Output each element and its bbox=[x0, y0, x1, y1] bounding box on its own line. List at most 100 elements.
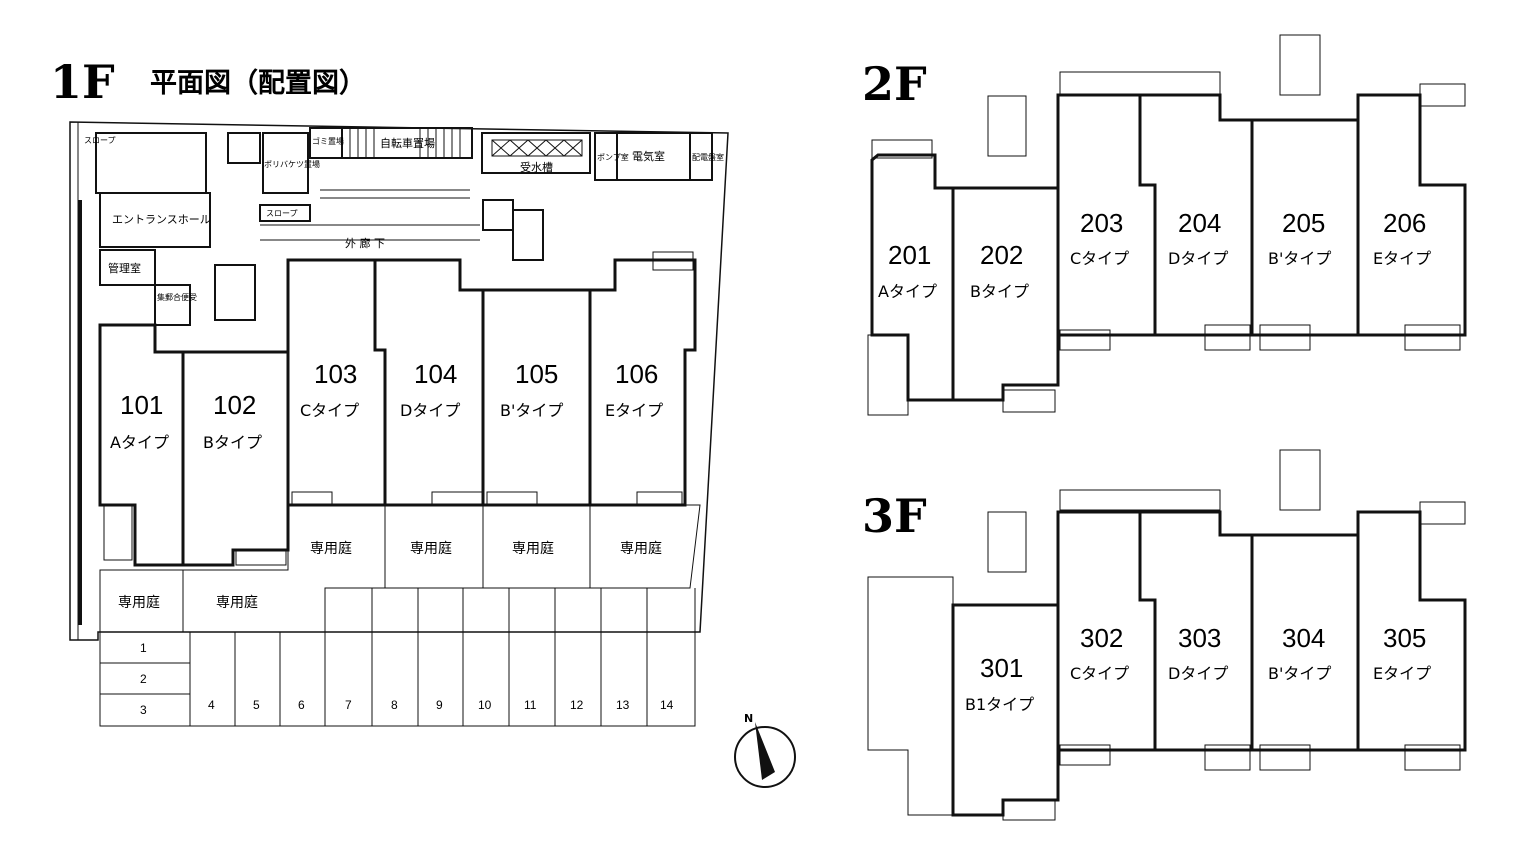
pump-label: ポンプ室 bbox=[597, 152, 629, 162]
site-boundary bbox=[69, 121, 729, 641]
floor3-title: 3F bbox=[862, 489, 927, 543]
unit-101-number: 101 bbox=[120, 390, 163, 420]
unit-301-number: 301 bbox=[980, 653, 1023, 683]
garden-106: 専用庭 bbox=[620, 540, 662, 557]
unit-205-number: 205 bbox=[1282, 208, 1325, 238]
parking-5: 5 bbox=[253, 698, 260, 712]
unit-102: 102 Bタイプ bbox=[203, 390, 262, 452]
floor1-title: 1F bbox=[50, 55, 115, 109]
unit-105-number: 105 bbox=[515, 359, 558, 389]
unit-301-type: B1タイプ bbox=[965, 695, 1034, 714]
unit-201-type: Aタイプ bbox=[878, 282, 937, 301]
water-tank-grid bbox=[491, 139, 583, 157]
unit-106: 106 Eタイプ bbox=[605, 359, 663, 420]
unit-301: 301 B1タイプ bbox=[965, 653, 1034, 714]
unit-204-type: Dタイプ bbox=[1168, 249, 1228, 268]
garden-102: 専用庭 bbox=[216, 594, 258, 611]
compass: N bbox=[734, 712, 796, 788]
garden-105: 専用庭 bbox=[512, 540, 554, 557]
parking-1: 1 bbox=[140, 641, 147, 655]
parking-6: 6 bbox=[298, 698, 305, 712]
floor3-outline bbox=[867, 449, 1466, 821]
slope-mid-label: スロープ bbox=[266, 209, 298, 218]
unit-103: 103 Cタイプ bbox=[300, 359, 359, 420]
floor1-subtitle: 平面図（配置図） bbox=[150, 68, 366, 99]
unit-206-number: 206 bbox=[1383, 208, 1426, 238]
unit-201-number: 201 bbox=[888, 240, 931, 270]
bicycle-label: 自転車置場 bbox=[380, 136, 435, 150]
unit-305-number: 305 bbox=[1383, 623, 1426, 653]
unit-104-number: 104 bbox=[414, 359, 457, 389]
mailbox-label: 集郵合便受 bbox=[157, 292, 197, 302]
unit-205-type: B'タイプ bbox=[1268, 249, 1331, 268]
parking-4: 4 bbox=[208, 698, 215, 712]
floor2-plan: 2F 201 Aタイプ 202 Bタイプ bbox=[862, 34, 1467, 416]
floor2-outline bbox=[867, 34, 1466, 416]
parking-10: 10 bbox=[478, 698, 492, 712]
unit-101: 101 Aタイプ bbox=[110, 390, 169, 452]
garden-103: 専用庭 bbox=[310, 540, 352, 557]
service-rooms bbox=[95, 127, 713, 326]
parking-13: 13 bbox=[616, 698, 630, 712]
garbage-label: ゴミ置場 bbox=[312, 136, 344, 146]
garden-104: 専用庭 bbox=[410, 540, 452, 557]
unit-103-number: 103 bbox=[314, 359, 357, 389]
unit-106-number: 106 bbox=[615, 359, 658, 389]
slope-top-label: スロープ bbox=[84, 136, 116, 145]
unit-302-number: 302 bbox=[1080, 623, 1123, 653]
unit-303-number: 303 bbox=[1178, 623, 1221, 653]
electric-label: 電気室 bbox=[632, 149, 665, 163]
unit-304: 304 B'タイプ bbox=[1268, 623, 1331, 683]
unit-106-type: Eタイプ bbox=[605, 401, 663, 420]
parking-3: 3 bbox=[140, 703, 147, 717]
poly-bucket-label: ポリバケツ置場 bbox=[264, 159, 320, 169]
unit-104-type: Dタイプ bbox=[400, 401, 460, 420]
compass-north-label: N bbox=[744, 712, 753, 725]
unit-204: 204 Dタイプ bbox=[1168, 208, 1228, 268]
unit-105: 105 B'タイプ bbox=[500, 359, 563, 420]
unit-305: 305 Eタイプ bbox=[1373, 623, 1431, 683]
unit-104: 104 Dタイプ bbox=[400, 359, 460, 420]
parking-7: 7 bbox=[345, 698, 352, 712]
compass-ring bbox=[734, 726, 796, 788]
parking-2: 2 bbox=[140, 672, 147, 686]
floor3-unit-walls bbox=[951, 510, 1467, 817]
floor2-unit-walls bbox=[870, 93, 1467, 402]
unit-201: 201 Aタイプ bbox=[878, 240, 937, 301]
floor2-title: 2F bbox=[862, 57, 927, 111]
management-label: 管理室 bbox=[108, 261, 141, 275]
unit-302-type: Cタイプ bbox=[1070, 664, 1129, 683]
unit-204-number: 204 bbox=[1178, 208, 1221, 238]
compass-needle-icon bbox=[755, 722, 775, 780]
entrance-label: エントランスホール bbox=[112, 213, 211, 226]
floor1-plan: 1F 平面図（配置図） bbox=[50, 55, 729, 727]
unit-101-type: Aタイプ bbox=[110, 433, 169, 452]
water-tank-label: 受水槽 bbox=[520, 161, 553, 174]
unit-203-number: 203 bbox=[1080, 208, 1123, 238]
unit-206: 206 Eタイプ bbox=[1373, 208, 1431, 268]
unit-305-type: Eタイプ bbox=[1373, 664, 1431, 683]
unit-103-type: Cタイプ bbox=[300, 401, 359, 420]
ramp-lines bbox=[260, 189, 480, 241]
unit-203: 203 Cタイプ bbox=[1070, 208, 1129, 268]
unit-303: 303 Dタイプ bbox=[1168, 623, 1228, 683]
unit-202-type: Bタイプ bbox=[970, 282, 1029, 301]
unit-206-type: Eタイプ bbox=[1373, 249, 1431, 268]
unit-105-type: B'タイプ bbox=[500, 401, 563, 420]
parking-8: 8 bbox=[391, 698, 398, 712]
unit-302: 302 Cタイプ bbox=[1070, 623, 1129, 683]
unit-304-number: 304 bbox=[1282, 623, 1325, 653]
unit-202: 202 Bタイプ bbox=[970, 240, 1029, 301]
unit-102-number: 102 bbox=[213, 390, 256, 420]
parking-14: 14 bbox=[660, 698, 674, 712]
private-gardens bbox=[99, 504, 701, 633]
unit-205: 205 B'タイプ bbox=[1268, 208, 1331, 268]
parking-grid bbox=[99, 588, 696, 727]
unit-102-type: Bタイプ bbox=[203, 433, 262, 452]
corridor-label: 外 廊 下 bbox=[345, 236, 385, 250]
parking-11: 11 bbox=[524, 698, 537, 712]
unit-203-type: Cタイプ bbox=[1070, 249, 1129, 268]
distribution-label: 配電盤室 bbox=[692, 152, 724, 162]
floor3-plan: 3F 301 B1タイプ 302 Cタイプ bbox=[862, 449, 1467, 821]
